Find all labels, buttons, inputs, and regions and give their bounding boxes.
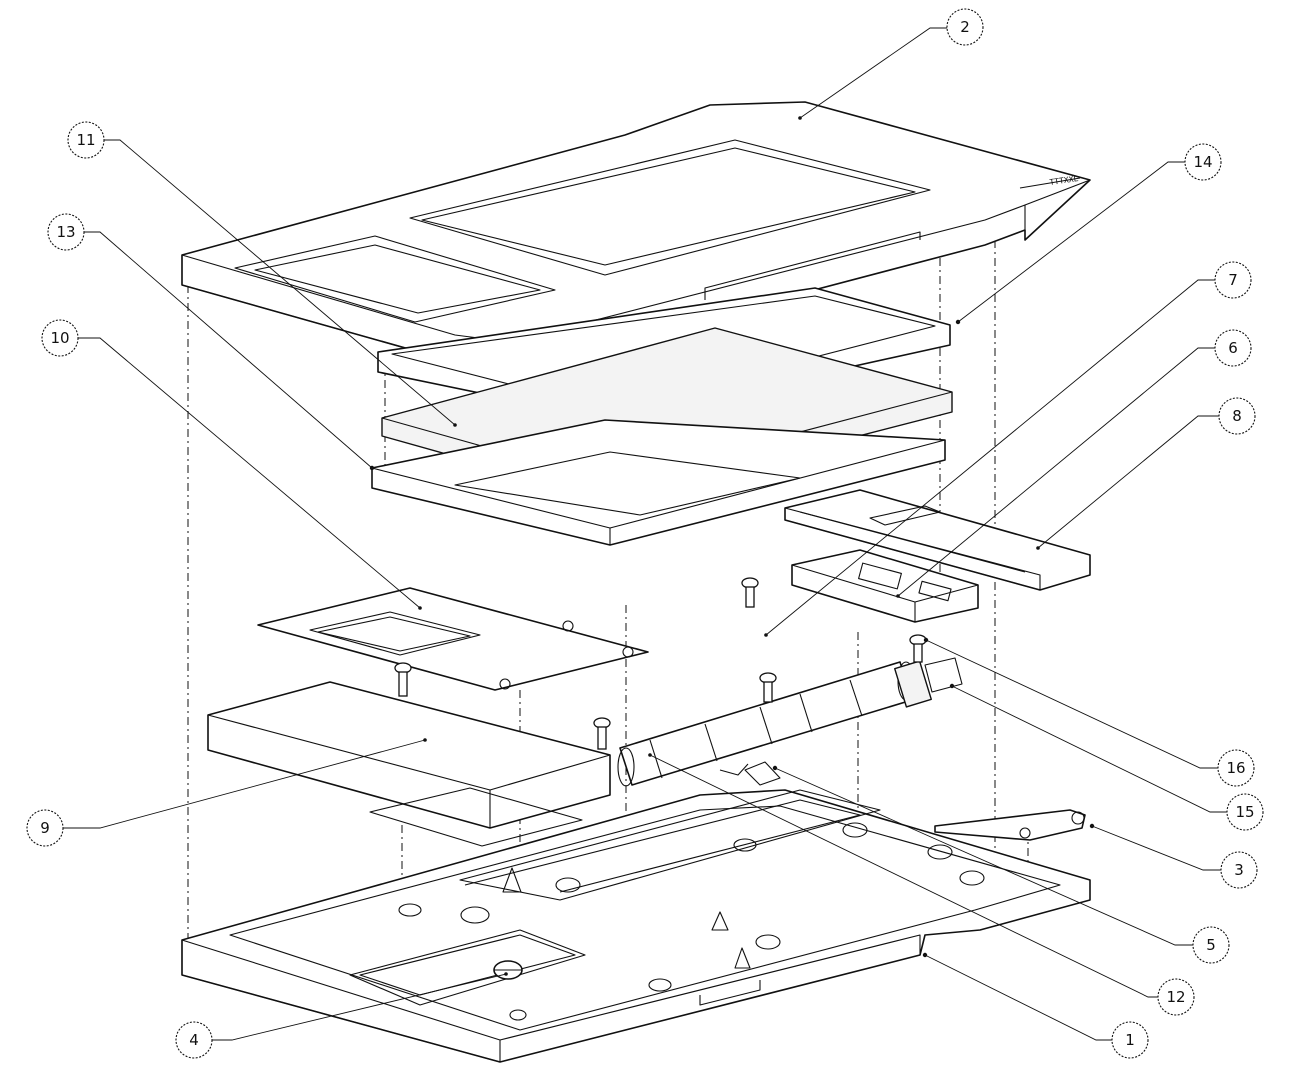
part-4-clip bbox=[493, 960, 523, 980]
callout-3: 3 bbox=[1220, 851, 1258, 889]
svg-text:11: 11 bbox=[76, 131, 95, 149]
screw-a bbox=[741, 577, 759, 608]
screw-c bbox=[593, 717, 611, 750]
svg-text:14: 14 bbox=[1193, 153, 1212, 171]
leader-lines bbox=[63, 27, 1227, 1041]
svg-text:2: 2 bbox=[960, 18, 970, 36]
svg-text:3: 3 bbox=[1234, 861, 1244, 879]
callout-13: 13 bbox=[47, 213, 85, 251]
part-10-pcb bbox=[257, 587, 649, 691]
callout-12: 12 bbox=[1157, 978, 1195, 1016]
callout-14: 14 bbox=[1184, 143, 1222, 181]
callout-10: 10 bbox=[41, 319, 79, 357]
callout-7: 7 bbox=[1214, 261, 1252, 299]
part-9-battery bbox=[207, 681, 611, 847]
callout-9: 9 bbox=[26, 809, 64, 847]
callout-11: 11 bbox=[67, 121, 105, 159]
part-8-side-module bbox=[784, 489, 1091, 591]
callout-6: 6 bbox=[1214, 329, 1252, 367]
callout-2: 2 bbox=[946, 8, 984, 46]
svg-text:9: 9 bbox=[40, 819, 50, 837]
svg-text:15: 15 bbox=[1235, 803, 1254, 821]
svg-text:ТТТХХL: ТТТХХL bbox=[1049, 174, 1079, 187]
svg-text:10: 10 bbox=[50, 329, 69, 347]
svg-text:5: 5 bbox=[1206, 936, 1216, 954]
screws bbox=[394, 577, 927, 750]
callout-15: 15 bbox=[1226, 793, 1264, 831]
callout-5: 5 bbox=[1192, 926, 1230, 964]
callout-1: 1 bbox=[1111, 1021, 1149, 1059]
callout-4: 4 bbox=[175, 1021, 213, 1059]
svg-text:8: 8 bbox=[1232, 407, 1242, 425]
svg-text:16: 16 bbox=[1226, 759, 1245, 777]
callout-16: 16 bbox=[1217, 749, 1255, 787]
svg-text:7: 7 bbox=[1228, 271, 1238, 289]
svg-text:4: 4 bbox=[189, 1031, 199, 1049]
svg-text:13: 13 bbox=[56, 223, 75, 241]
part-1-base-housing bbox=[181, 789, 1091, 1063]
part-6-connector-board bbox=[791, 549, 979, 623]
part-3-lever bbox=[934, 809, 1086, 841]
part-7-shaft bbox=[617, 657, 963, 787]
svg-text:6: 6 bbox=[1228, 339, 1238, 357]
callout-balloons: 2 11 14 13 7 6 10 8 16 15 9 3 5 12 4 1 bbox=[26, 8, 1264, 1059]
screw-e bbox=[909, 634, 927, 663]
part-2-top-cover: ТТТХХL bbox=[181, 101, 1091, 371]
screw-b bbox=[394, 662, 412, 697]
callout-8: 8 bbox=[1218, 397, 1256, 435]
screw-d bbox=[759, 672, 777, 703]
svg-text:12: 12 bbox=[1166, 988, 1185, 1006]
part-13-tray bbox=[371, 419, 946, 546]
svg-text:1: 1 bbox=[1125, 1031, 1135, 1049]
